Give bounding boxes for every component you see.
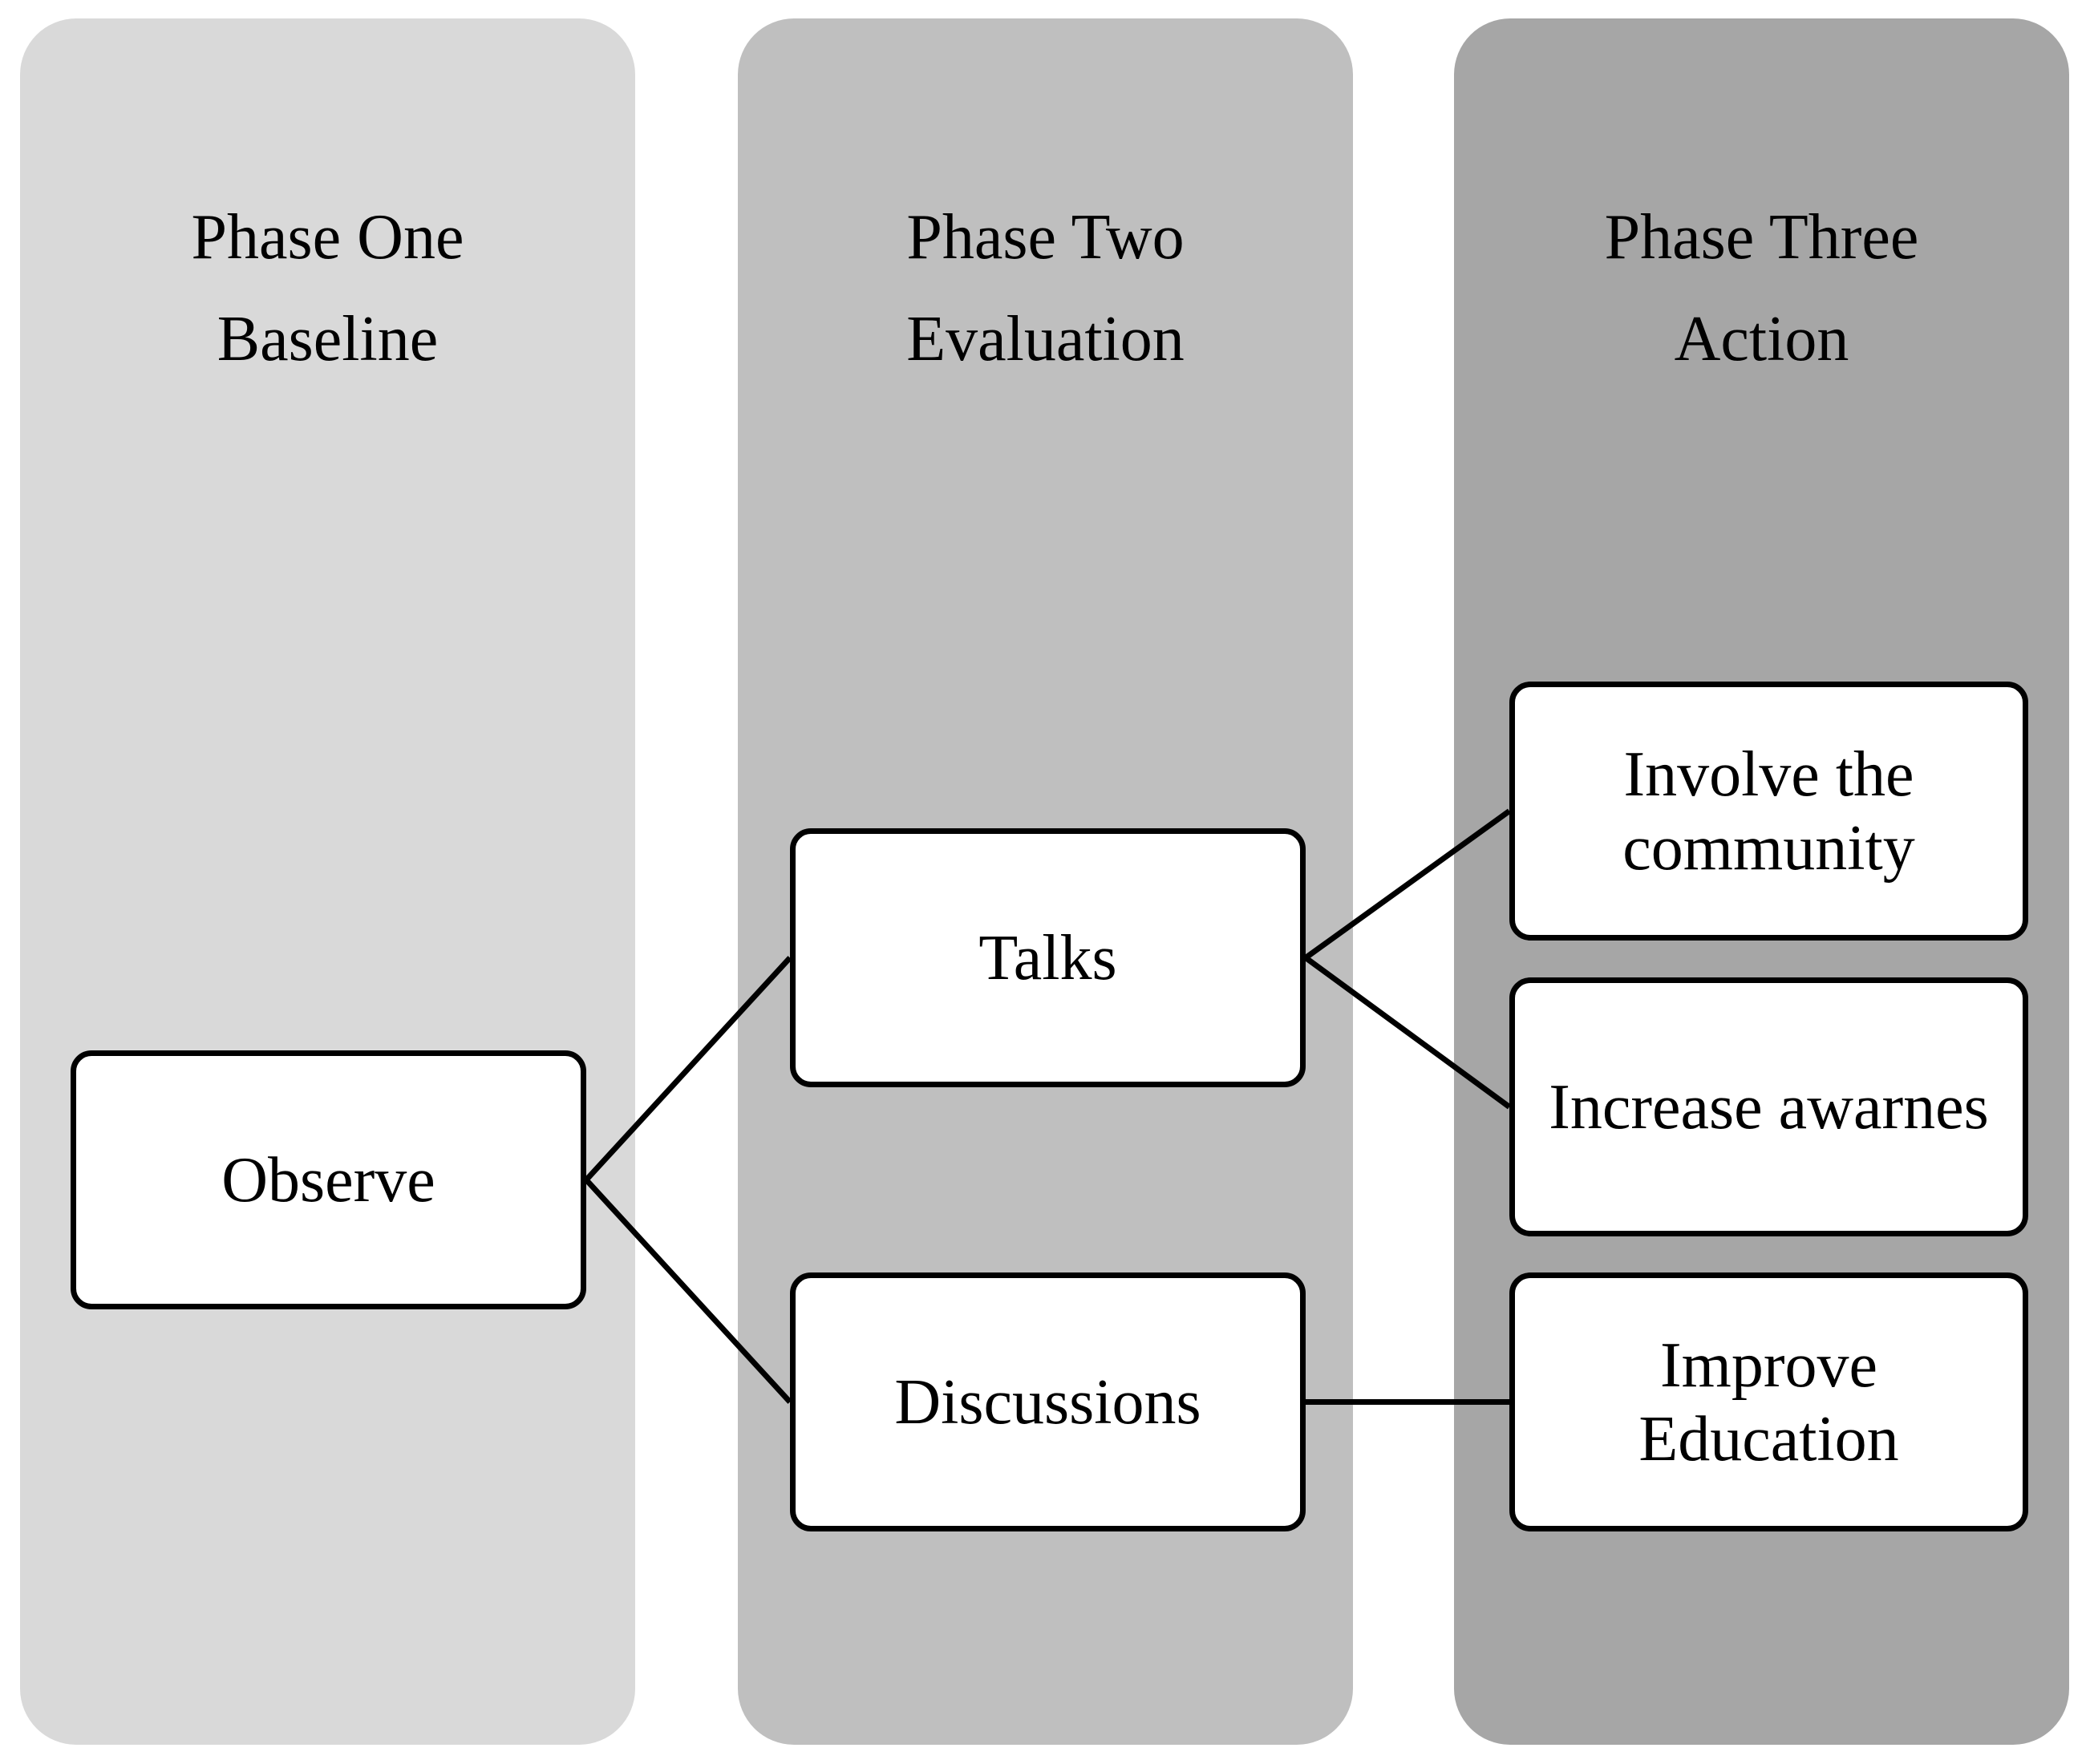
phase-subtitle: Action [1674,304,1849,374]
phase-title: Phase Three [1604,202,1919,273]
phase-subtitle: Evaluation [906,304,1185,374]
node-label: Improve Education [1638,1329,1898,1476]
node-label-line: Involve the [1623,738,1914,810]
phase-title: Phase Two [906,202,1185,273]
phase-subtitle: Baseline [217,304,439,374]
node-label-line: Observe [221,1144,435,1216]
node-label: Increase awarnes [1549,1070,1989,1144]
node-label: Involve the community [1622,738,1914,885]
phase-title: Phase One [191,202,464,273]
node-label-line: Improve [1659,1329,1877,1401]
node-label-line: Talks [978,922,1117,993]
node-label-line: Education [1638,1403,1899,1475]
node-label-line: Increase awarnes [1549,1071,1989,1143]
connector-talks-involve [1303,808,1512,961]
phase-column-one: Phase One Baseline [20,18,635,1745]
phase-header: Phase Two Evaluation [738,187,1353,390]
connector-observe-talks [584,956,792,1182]
node-talks[interactable]: Talks [790,828,1306,1087]
connector-talks-increase [1303,955,1512,1110]
node-involve-community[interactable]: Involve the community [1509,682,2028,941]
node-improve-education[interactable]: Improve Education [1509,1272,2028,1531]
phase-header: Phase One Baseline [20,187,635,390]
node-label: Discussions [894,1365,1201,1439]
node-label: Talks [978,921,1116,995]
node-label: Observe [221,1143,435,1217]
node-label-line: community [1622,812,1915,884]
node-observe[interactable]: Observe [71,1050,586,1309]
node-label-line: Discussions [894,1366,1201,1438]
node-increase-awareness[interactable]: Increase awarnes [1509,977,2028,1236]
connector-observe-discussions [584,1178,792,1404]
node-discussions[interactable]: Discussions [790,1272,1306,1531]
phase-header: Phase Three Action [1454,187,2069,390]
